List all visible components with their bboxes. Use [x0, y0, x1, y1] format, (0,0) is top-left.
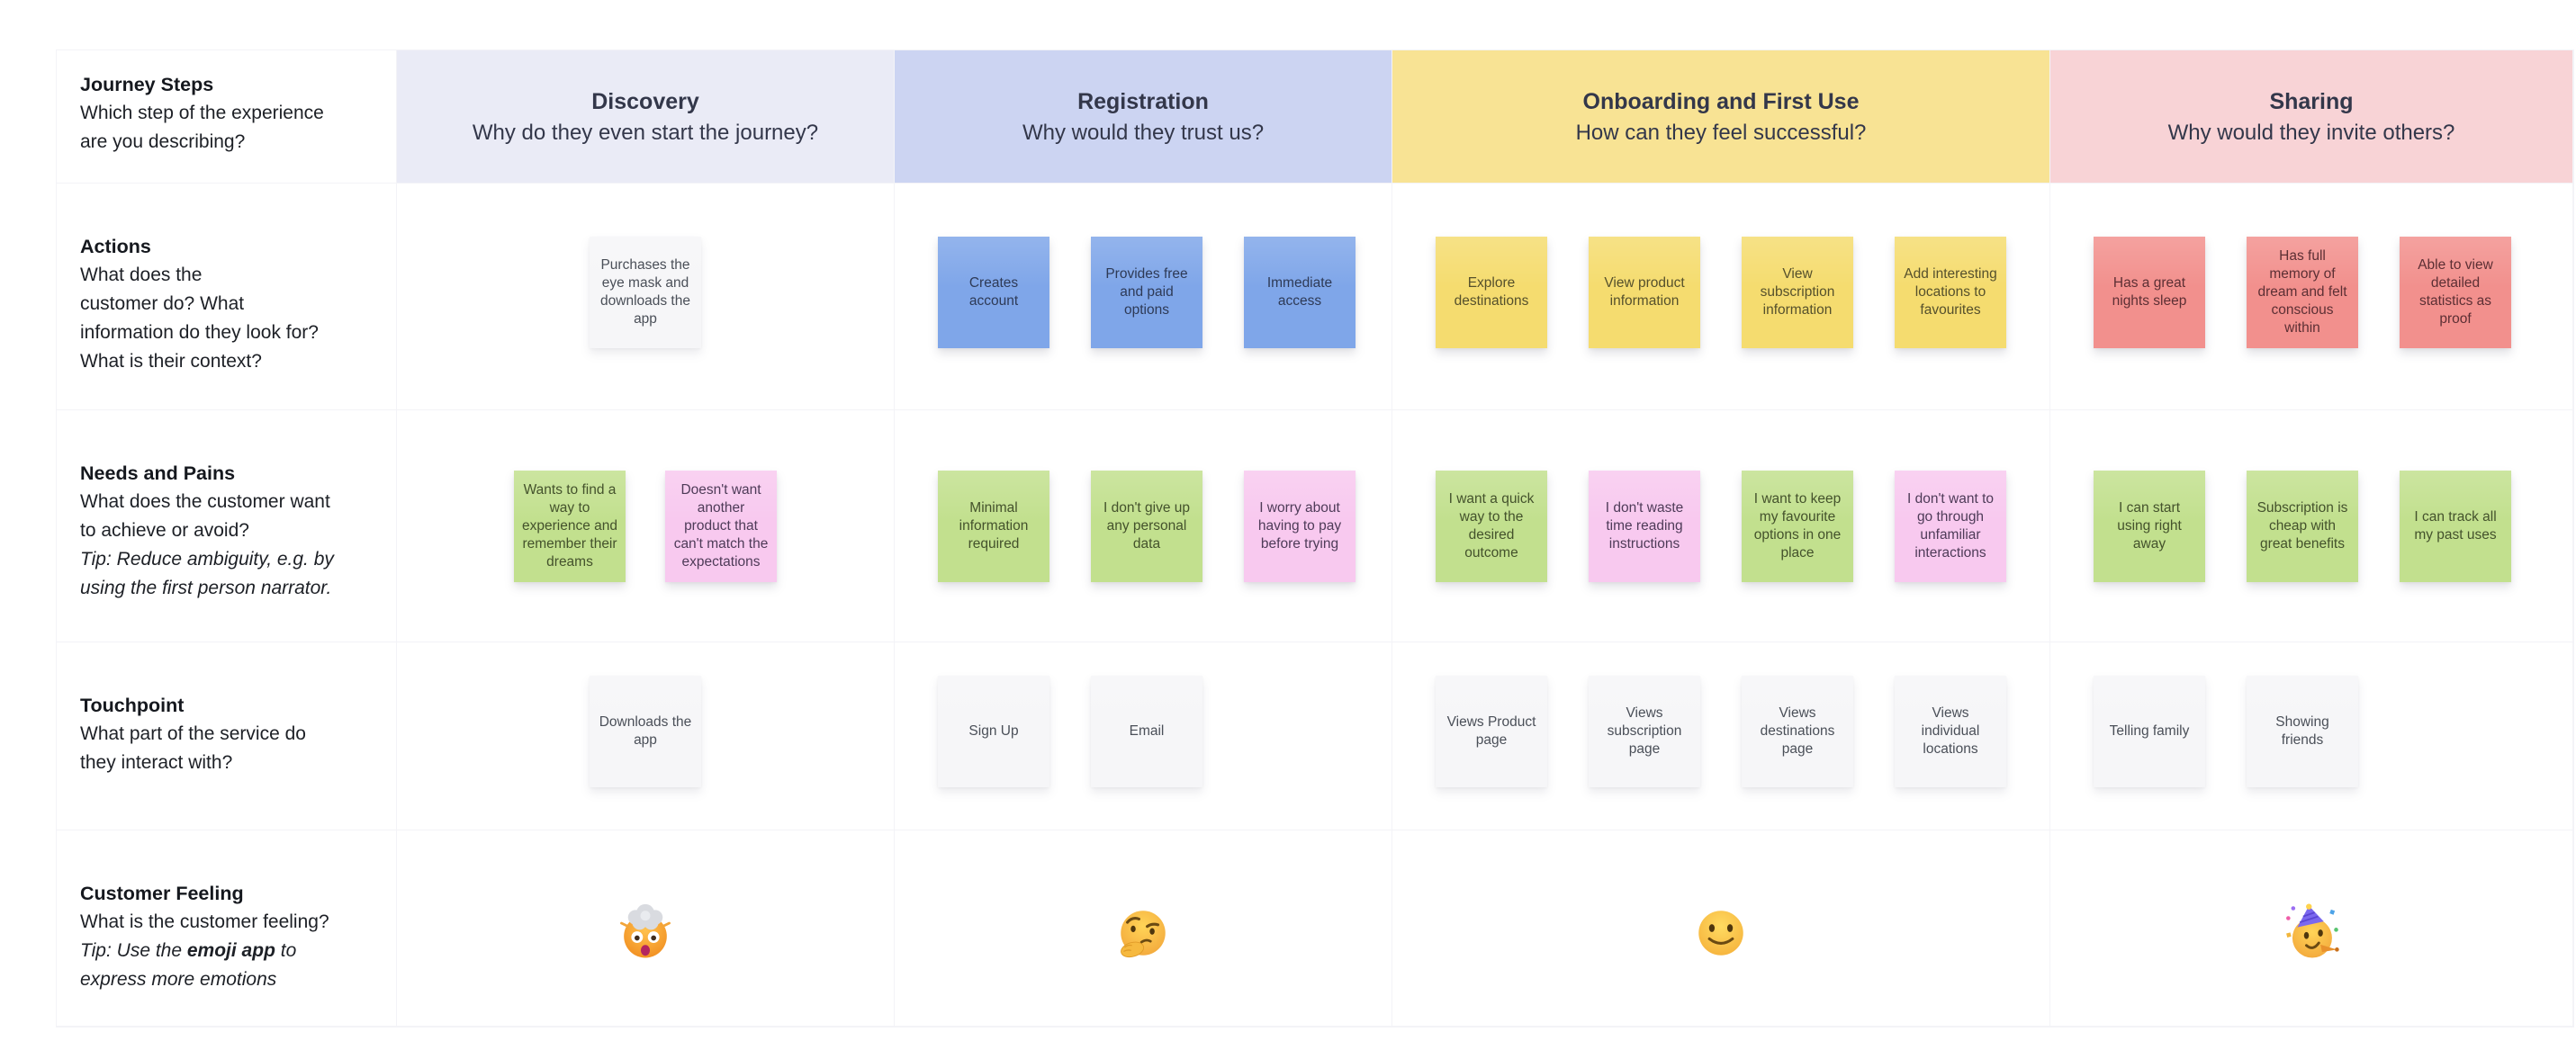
sharing-touchpoint-cell: Telling family Showing friends [2050, 642, 2573, 830]
onboarding-touchpoint-cell: Views Product page Views subscription pag… [1392, 642, 2050, 830]
sticky-note[interactable]: Views Product page [1436, 676, 1547, 787]
onboarding-needs-cell: I want a quick way to the desired outcom… [1392, 410, 2050, 642]
stage-subtitle: Why would they invite others? [2167, 121, 2455, 146]
sticky-note[interactable]: I want a quick way to the desired outcom… [1436, 471, 1547, 582]
sticky-note[interactable]: Minimal information required [938, 471, 1049, 582]
sticky-note[interactable]: Doesn't want another product that can't … [665, 471, 777, 582]
discovery-touchpoint-cell: Downloads the app [397, 642, 895, 830]
sharing-feeling-cell [2050, 830, 2573, 1027]
row-description: What does the customer do? What informat… [80, 265, 319, 372]
stage-header-discovery[interactable]: Discovery Why do they even start the jou… [397, 50, 895, 184]
sticky-note[interactable]: Email [1091, 676, 1202, 787]
discovery-feeling-cell [397, 830, 895, 1027]
discovery-actions-cell: Purchases the eye mask and downloads the… [397, 184, 895, 410]
sticky-note[interactable]: Downloads the app [590, 676, 701, 787]
sticky-note[interactable]: Able to view detailed statistics as proo… [2400, 237, 2511, 348]
row-label-customer-feeling: Customer Feeling What is the customer fe… [57, 830, 397, 1027]
thinking-face-emoji[interactable] [1113, 903, 1173, 963]
sharing-actions-cell: Has a great nights sleep Has full memory … [2050, 184, 2573, 410]
row-description: What is the customer feeling? [80, 911, 329, 933]
partying-face-emoji[interactable] [2282, 903, 2341, 963]
exploding-head-emoji[interactable] [616, 903, 675, 963]
onboarding-actions-cell: Explore destinations View product informa… [1392, 184, 2050, 410]
discovery-needs-cell: Wants to find a way to experience and re… [397, 410, 895, 642]
row-tip: Tip: Use the emoji app to express more e… [80, 940, 297, 991]
journey-map-board: Journey Steps Which step of the experien… [56, 49, 2574, 1028]
sticky-note[interactable]: I want to keep my favourite options in o… [1742, 471, 1853, 582]
row-label-journey-steps: Journey Steps Which step of the experien… [57, 50, 397, 184]
sticky-note[interactable]: Views individual locations [1895, 676, 2006, 787]
sticky-note[interactable]: Has a great nights sleep [2094, 237, 2205, 348]
sticky-note[interactable]: Creates account [938, 237, 1049, 348]
sticky-note[interactable]: Explore destinations [1436, 237, 1547, 348]
row-tip: Tip: Reduce ambiguity, e.g. by using the… [80, 549, 334, 598]
sticky-note[interactable]: I can track all my past uses [2400, 471, 2511, 582]
registration-needs-cell: Minimal information required I don't give… [895, 410, 1392, 642]
stage-header-sharing[interactable]: Sharing Why would they invite others? [2050, 50, 2573, 184]
sticky-note[interactable]: I don't give up any personal data [1091, 471, 1202, 582]
row-title: Actions [80, 236, 151, 257]
row-title: Journey Steps [80, 74, 214, 95]
sticky-note[interactable]: Subscription is cheap with great benefit… [2247, 471, 2358, 582]
sticky-note[interactable]: Telling family [2094, 676, 2205, 787]
stage-header-onboarding[interactable]: Onboarding and First Use How can they fe… [1392, 50, 2050, 184]
row-label-touchpoint: Touchpoint What part of the service do t… [57, 642, 397, 830]
row-description: What part of the service do they interac… [80, 723, 306, 774]
sticky-note[interactable]: Has full memory of dream and felt consci… [2247, 237, 2358, 348]
sticky-note[interactable]: Views destinations page [1742, 676, 1853, 787]
row-description: What does the customer want to achieve o… [80, 491, 330, 542]
sticky-note[interactable]: Purchases the eye mask and downloads the… [590, 237, 701, 348]
stage-subtitle: How can they feel successful? [1575, 121, 1867, 146]
stage-subtitle: Why do they even start the journey? [472, 121, 819, 146]
onboarding-feeling-cell [1392, 830, 2050, 1027]
stage-subtitle: Why would they trust us? [1022, 121, 1265, 146]
sticky-note[interactable]: Wants to find a way to experience and re… [514, 471, 626, 582]
row-title: Needs and Pains [80, 462, 236, 484]
sticky-note[interactable]: View subscription information [1742, 237, 1853, 348]
sticky-note[interactable]: I can start using right away [2094, 471, 2205, 582]
stage-header-registration[interactable]: Registration Why would they trust us? [895, 50, 1392, 184]
stage-title: Discovery [591, 88, 699, 114]
row-title: Customer Feeling [80, 883, 244, 904]
sticky-note[interactable]: Add interesting locations to favourites [1895, 237, 2006, 348]
sticky-note[interactable]: I worry about having to pay before tryin… [1244, 471, 1356, 582]
row-label-needs-and-pains: Needs and Pains What does the customer w… [57, 410, 397, 642]
sticky-note[interactable]: View product information [1589, 237, 1700, 348]
sticky-note[interactable]: Views subscription page [1589, 676, 1700, 787]
stage-title: Onboarding and First Use [1582, 88, 1860, 114]
sticky-note[interactable]: Immediate access [1244, 237, 1356, 348]
row-description: Which step of the experience are you des… [80, 103, 324, 153]
slightly-smiling-face-emoji[interactable] [1691, 903, 1751, 963]
sticky-note[interactable]: Showing friends [2247, 676, 2358, 787]
sticky-note[interactable]: I don't waste time reading instructions [1589, 471, 1700, 582]
registration-feeling-cell [895, 830, 1392, 1027]
sticky-note[interactable]: Sign Up [938, 676, 1049, 787]
sticky-note[interactable]: Provides free and paid options [1091, 237, 1202, 348]
stage-title: Registration [1077, 88, 1209, 114]
registration-actions-cell: Creates account Provides free and paid op… [895, 184, 1392, 410]
registration-touchpoint-cell: Sign Up Email [895, 642, 1392, 830]
sticky-note[interactable]: I don't want to go through unfamiliar in… [1895, 471, 2006, 582]
row-label-actions: Actions What does the customer do? What … [57, 184, 397, 410]
stage-title: Sharing [2269, 88, 2354, 114]
row-title: Touchpoint [80, 695, 185, 716]
sharing-needs-cell: I can start using right away Subscription… [2050, 410, 2573, 642]
